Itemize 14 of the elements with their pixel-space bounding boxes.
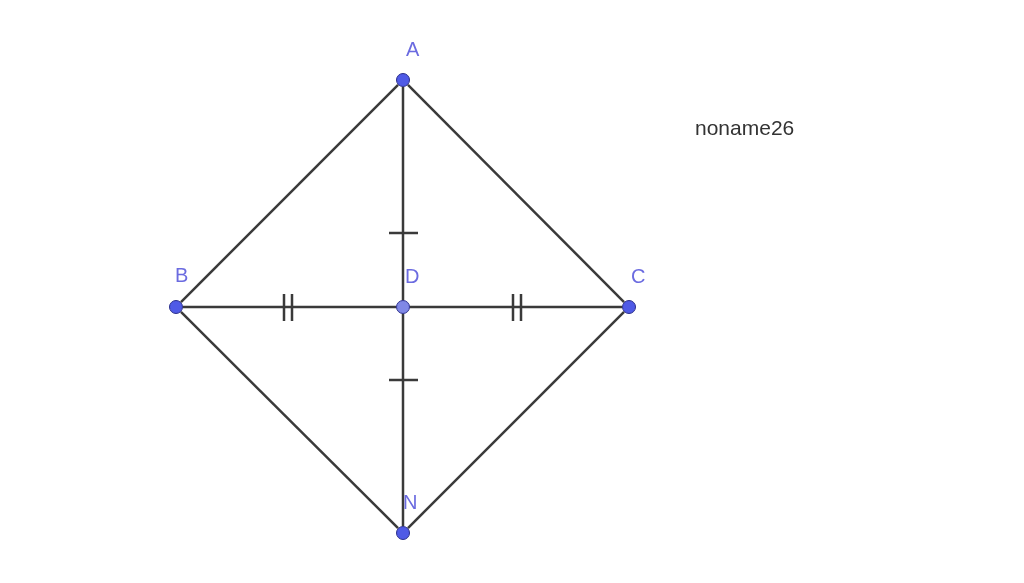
point-label: A: [406, 39, 420, 59]
line-segment: [401, 87, 405, 300]
line-segment: [180, 84, 399, 303]
text-label: noname26: [695, 116, 795, 140]
line-segment: [183, 305, 396, 309]
line-segment: [410, 305, 622, 309]
line-segment: [407, 84, 625, 303]
point-label: D: [405, 266, 420, 286]
line-segment: [180, 311, 399, 529]
line-segment: [407, 311, 625, 529]
point-label: N: [403, 492, 418, 512]
line-segment: [401, 314, 405, 526]
point-label: B: [175, 265, 189, 285]
point-label: C: [631, 266, 646, 286]
